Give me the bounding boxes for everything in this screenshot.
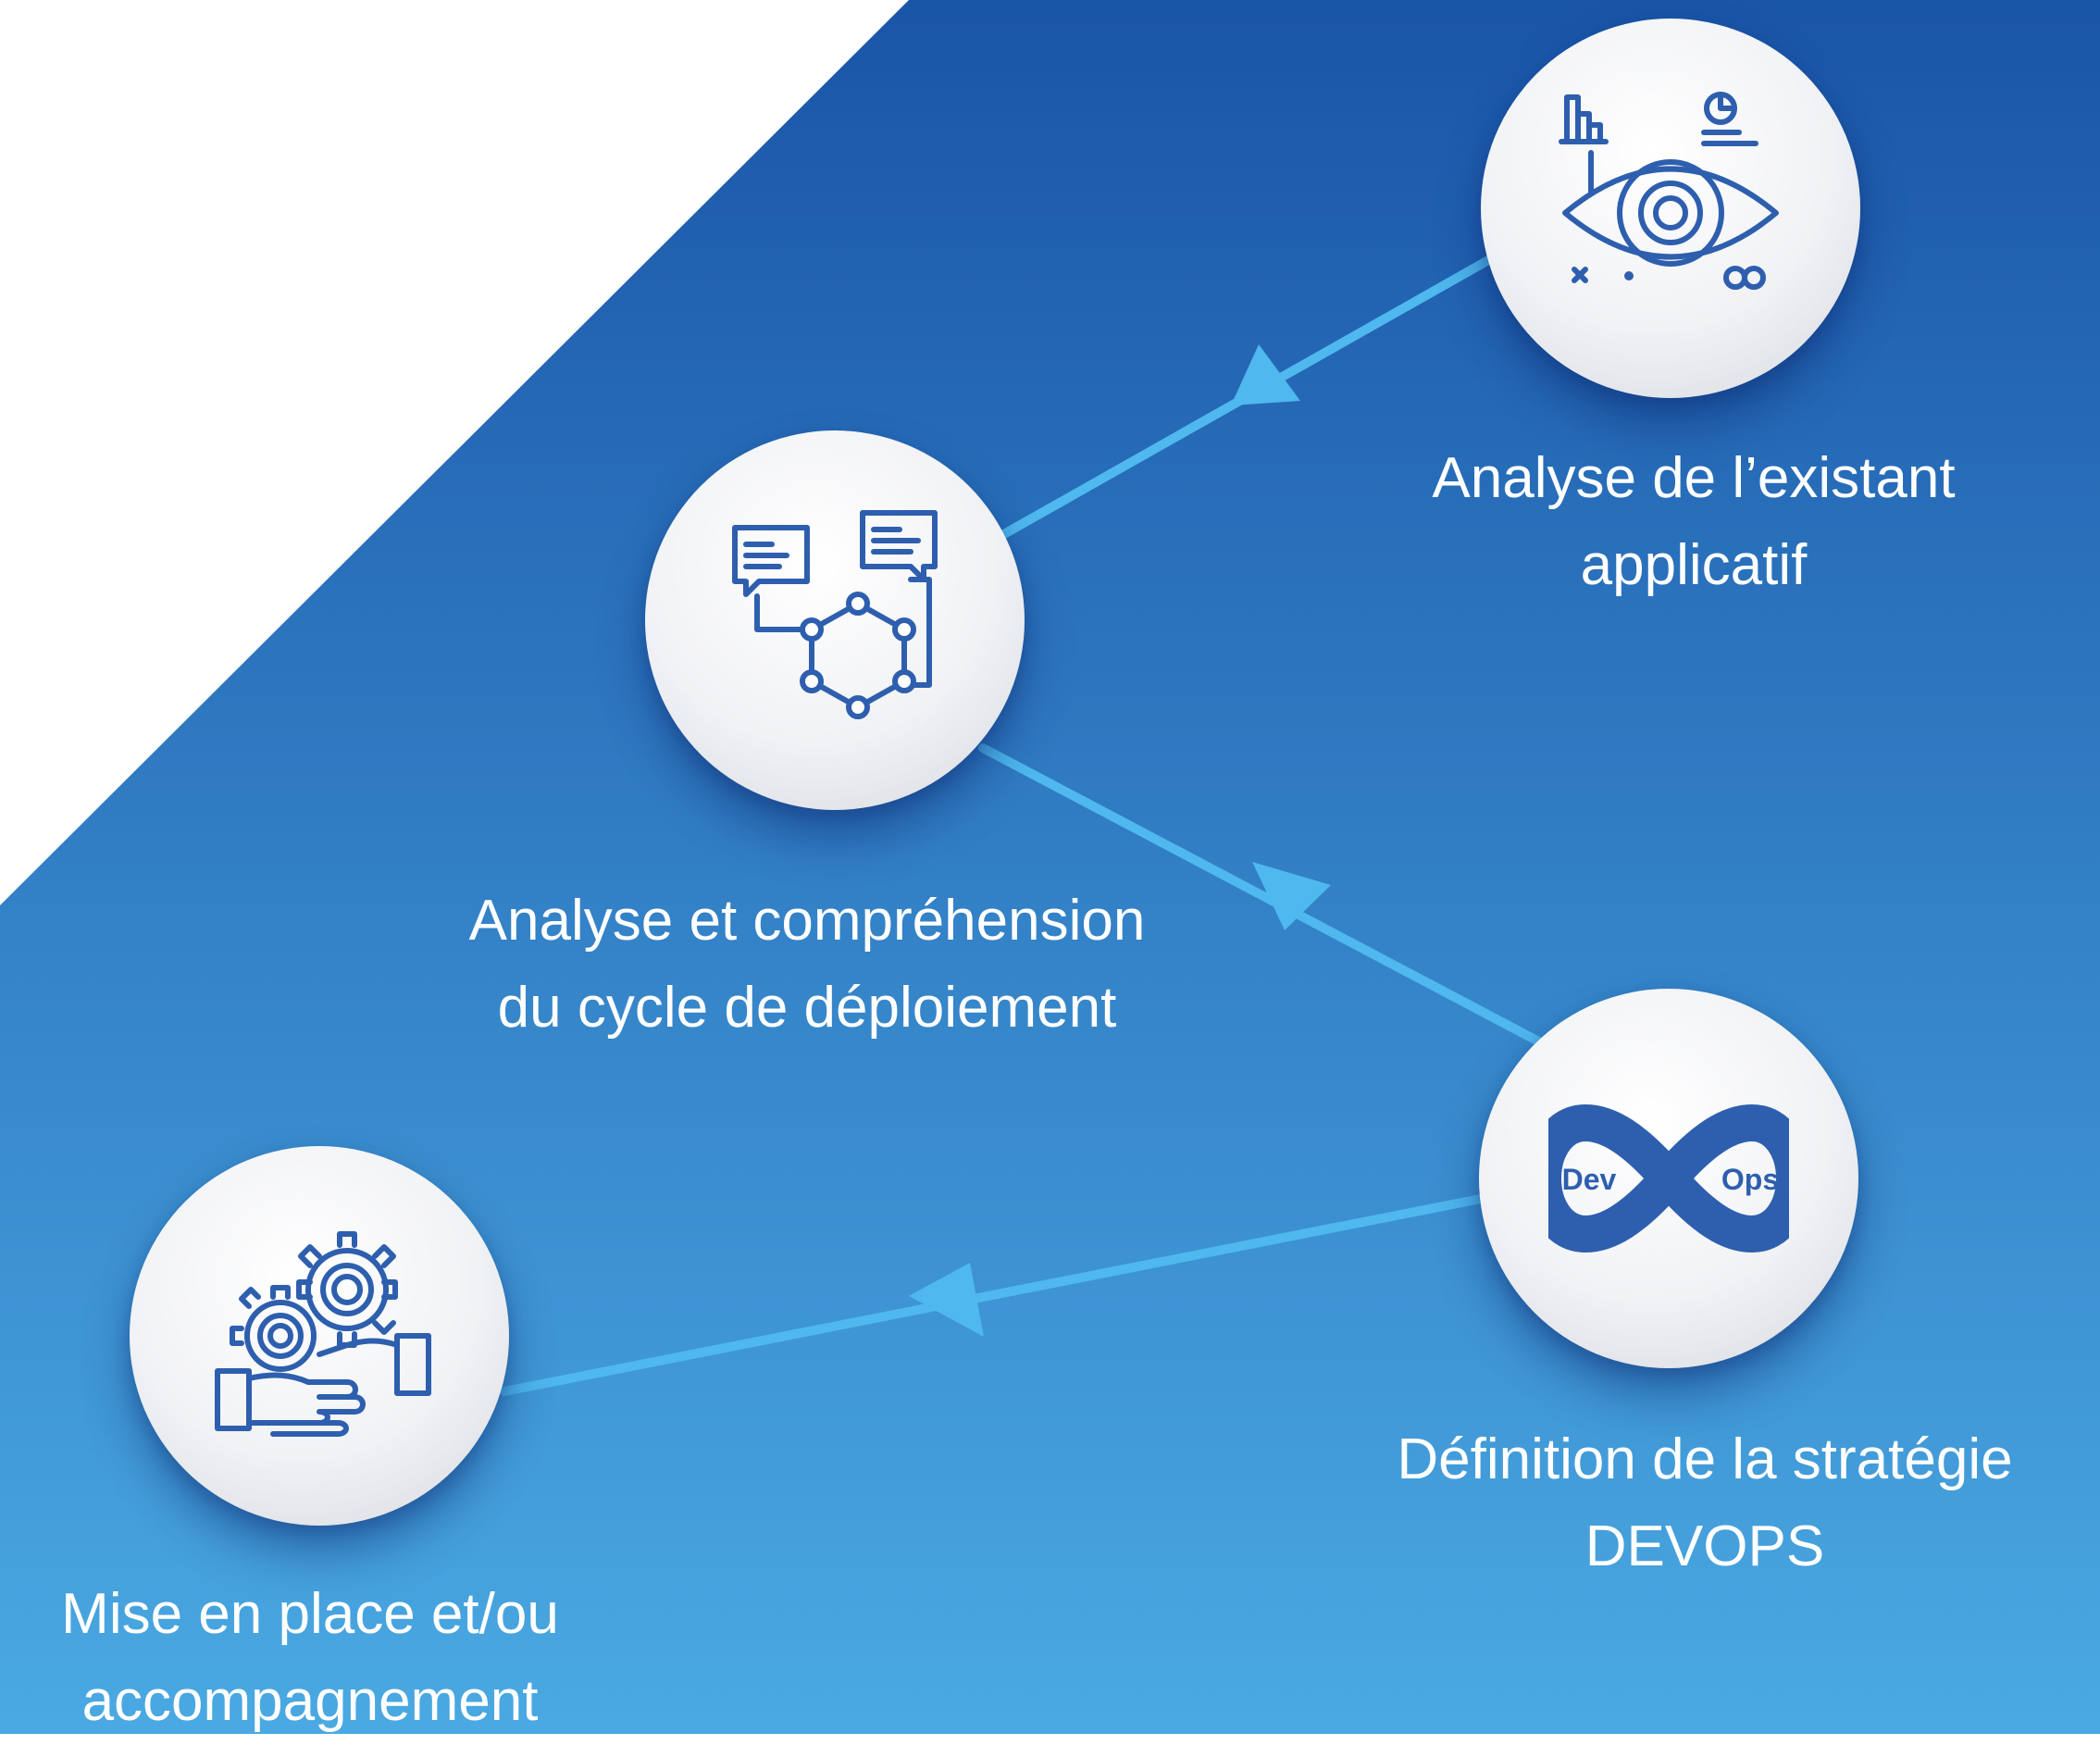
white-corner-triangle (0, 0, 909, 905)
step-1-label-line-1: Analyse de l’existant (1432, 446, 1956, 510)
step-3-label: Définition de la stratégie DEVOPS (1344, 1416, 2066, 1590)
step-2-label-line-2: du cycle de déploiement (497, 976, 1117, 1040)
gears-handshake-icon (215, 1231, 431, 1437)
step-2-node (645, 430, 1025, 810)
step-2-label-line-1: Analyse et compréhension (468, 889, 1146, 953)
step-2-label: Analyse et compréhension du cycle de dép… (428, 878, 1187, 1052)
step-4-label-line-2: accompagnement (81, 1669, 539, 1733)
arrowhead-2-3 (1252, 862, 1331, 930)
step-3-label-line-1: Définition de la stratégie (1397, 1427, 2013, 1491)
arrowhead-1-2 (1231, 344, 1300, 405)
connector-2-3 (978, 743, 1548, 1049)
step-1-label-line-2: applicatif (1580, 533, 1808, 597)
arrowhead-3-4 (909, 1263, 984, 1337)
step-4-label-line-1: Mise en place et/ou (61, 1582, 559, 1646)
step-4-node (130, 1146, 509, 1526)
eye-analytics-icon (1559, 92, 1779, 290)
step-3-label-line-2: DEVOPS (1584, 1514, 1825, 1578)
step-4-label: Mise en place et/ou accompagnement (14, 1571, 606, 1745)
step-1-label: Analyse de l’existant applicatif (1393, 435, 1994, 609)
step-1-node (1481, 19, 1860, 398)
step-3-node: Dev Ops (1479, 989, 1858, 1368)
ops-text: Ops (1721, 1163, 1779, 1196)
dev-text: Dev (1562, 1163, 1617, 1196)
devops-infinity-icon: Dev Ops (1548, 1104, 1789, 1253)
chat-network-icon (732, 510, 938, 719)
connector-3-4 (500, 1194, 1485, 1396)
